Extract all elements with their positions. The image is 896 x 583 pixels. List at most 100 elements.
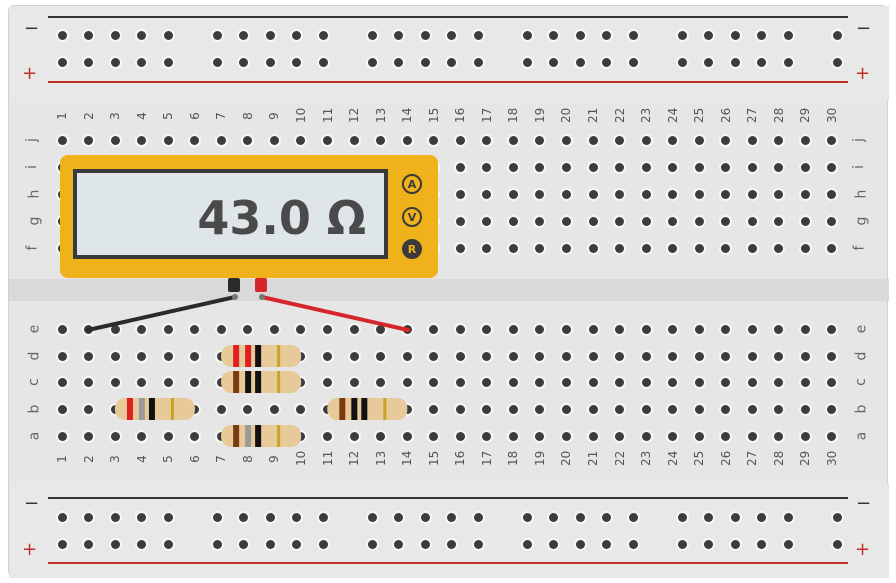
- rail-hole[interactable]: [84, 512, 94, 522]
- rail-hole[interactable]: [57, 30, 67, 40]
- rail-hole[interactable]: [832, 30, 842, 40]
- terminal-hole[interactable]: [57, 404, 67, 414]
- terminal-hole[interactable]: [243, 324, 253, 334]
- terminal-hole[interactable]: [694, 431, 704, 441]
- rail-hole[interactable]: [447, 57, 457, 67]
- terminal-hole[interactable]: [455, 377, 465, 387]
- rail-hole[interactable]: [420, 539, 430, 549]
- terminal-hole[interactable]: [668, 216, 678, 226]
- terminal-hole[interactable]: [694, 404, 704, 414]
- rail-hole[interactable]: [549, 57, 559, 67]
- rail-hole[interactable]: [367, 512, 377, 522]
- rail-hole[interactable]: [265, 30, 275, 40]
- terminal-hole[interactable]: [137, 431, 147, 441]
- terminal-hole[interactable]: [641, 431, 651, 441]
- terminal-hole[interactable]: [774, 351, 784, 361]
- terminal-hole[interactable]: [641, 189, 651, 199]
- terminal-hole[interactable]: [747, 431, 757, 441]
- terminal-hole[interactable]: [429, 135, 439, 145]
- terminal-hole[interactable]: [429, 324, 439, 334]
- terminal-hole[interactable]: [615, 377, 625, 387]
- terminal-hole[interactable]: [561, 162, 571, 172]
- terminal-hole[interactable]: [216, 135, 226, 145]
- terminal-hole[interactable]: [455, 135, 465, 145]
- rail-hole[interactable]: [473, 30, 483, 40]
- terminal-hole[interactable]: [747, 216, 757, 226]
- mode-ammeter-button[interactable]: A: [402, 174, 422, 194]
- terminal-hole[interactable]: [137, 377, 147, 387]
- rail-hole[interactable]: [549, 539, 559, 549]
- terminal-hole[interactable]: [827, 404, 837, 414]
- mode-ohmmeter-button[interactable]: R: [402, 239, 422, 259]
- rail-hole[interactable]: [522, 512, 532, 522]
- terminal-hole[interactable]: [561, 324, 571, 334]
- rail-hole[interactable]: [602, 30, 612, 40]
- terminal-hole[interactable]: [827, 216, 837, 226]
- terminal-hole[interactable]: [296, 404, 306, 414]
- terminal-hole[interactable]: [641, 404, 651, 414]
- terminal-hole[interactable]: [535, 216, 545, 226]
- terminal-hole[interactable]: [588, 324, 598, 334]
- terminal-hole[interactable]: [482, 135, 492, 145]
- rail-hole[interactable]: [137, 539, 147, 549]
- terminal-hole[interactable]: [110, 135, 120, 145]
- terminal-hole[interactable]: [323, 431, 332, 441]
- terminal-hole[interactable]: [216, 404, 226, 414]
- terminal-hole[interactable]: [641, 243, 651, 253]
- rail-hole[interactable]: [730, 57, 740, 67]
- terminal-hole[interactable]: [376, 377, 386, 387]
- terminal-hole[interactable]: [721, 189, 731, 199]
- terminal-hole[interactable]: [508, 431, 518, 441]
- rail-hole[interactable]: [832, 539, 842, 549]
- rail-hole[interactable]: [367, 57, 377, 67]
- terminal-hole[interactable]: [508, 189, 518, 199]
- terminal-hole[interactable]: [455, 404, 465, 414]
- terminal-hole[interactable]: [800, 189, 810, 199]
- rail-hole[interactable]: [704, 57, 714, 67]
- rail-hole[interactable]: [84, 539, 94, 549]
- rail-hole[interactable]: [394, 30, 404, 40]
- terminal-hole[interactable]: [163, 135, 173, 145]
- terminal-hole[interactable]: [323, 377, 332, 387]
- terminal-hole[interactable]: [269, 135, 279, 145]
- terminal-hole[interactable]: [668, 189, 678, 199]
- terminal-hole[interactable]: [827, 431, 837, 441]
- terminal-hole[interactable]: [376, 351, 386, 361]
- terminal-hole[interactable]: [243, 135, 253, 145]
- rail-hole[interactable]: [137, 512, 147, 522]
- resistor-4[interactable]: [327, 398, 408, 420]
- rail-hole[interactable]: [757, 30, 767, 40]
- rail-hole[interactable]: [575, 512, 585, 522]
- terminal-hole[interactable]: [57, 135, 67, 145]
- terminal-hole[interactable]: [721, 324, 731, 334]
- rail-hole[interactable]: [239, 512, 249, 522]
- terminal-hole[interactable]: [588, 351, 598, 361]
- rail-hole[interactable]: [704, 30, 714, 40]
- terminal-hole[interactable]: [800, 431, 810, 441]
- terminal-hole[interactable]: [694, 162, 704, 172]
- terminal-hole[interactable]: [800, 324, 810, 334]
- rail-hole[interactable]: [575, 30, 585, 40]
- terminal-hole[interactable]: [721, 431, 731, 441]
- terminal-hole[interactable]: [615, 404, 625, 414]
- terminal-hole[interactable]: [615, 135, 625, 145]
- rail-hole[interactable]: [628, 57, 638, 67]
- terminal-hole[interactable]: [668, 324, 678, 334]
- rail-hole[interactable]: [783, 30, 793, 40]
- terminal-hole[interactable]: [110, 431, 120, 441]
- terminal-hole[interactable]: [561, 216, 571, 226]
- terminal-hole[interactable]: [800, 216, 810, 226]
- terminal-hole[interactable]: [535, 162, 545, 172]
- terminal-hole[interactable]: [827, 189, 837, 199]
- terminal-hole[interactable]: [668, 162, 678, 172]
- terminal-hole[interactable]: [508, 351, 518, 361]
- rail-hole[interactable]: [57, 57, 67, 67]
- rail-hole[interactable]: [239, 57, 249, 67]
- terminal-hole[interactable]: [694, 216, 704, 226]
- terminal-hole[interactable]: [163, 431, 173, 441]
- terminal-hole[interactable]: [296, 135, 306, 145]
- terminal-hole[interactable]: [482, 189, 492, 199]
- terminal-hole[interactable]: [535, 377, 545, 387]
- terminal-hole[interactable]: [561, 243, 571, 253]
- terminal-hole[interactable]: [800, 377, 810, 387]
